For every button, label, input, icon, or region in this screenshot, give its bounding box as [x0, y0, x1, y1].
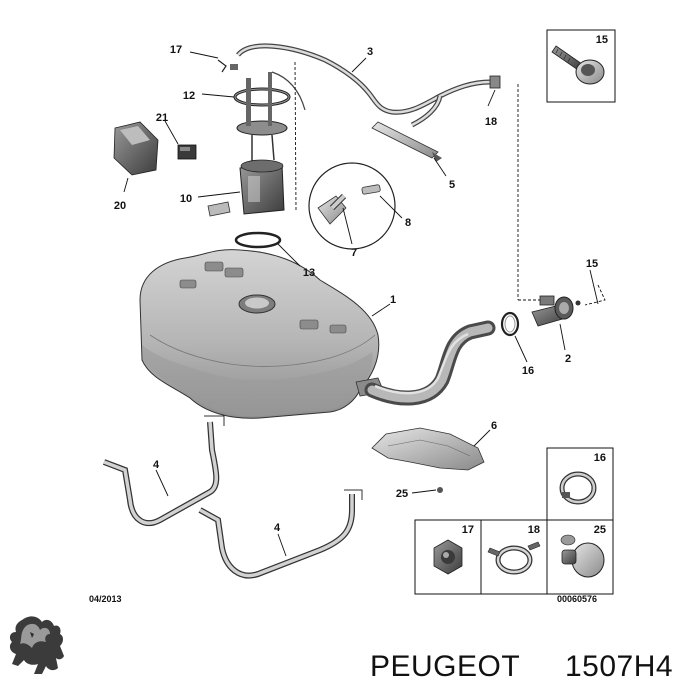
callout-7: 7	[351, 247, 357, 259]
relay-box	[113, 121, 159, 176]
fuel-pump-module	[207, 72, 288, 217]
plug-25	[437, 487, 443, 493]
detail-box-15-number: 15	[596, 34, 608, 46]
callout-6: 6	[491, 420, 497, 432]
brand-name: PEUGEOT	[370, 650, 520, 683]
nut-icon	[433, 539, 463, 575]
callout-1: 1	[390, 294, 396, 306]
hose-clamp-16	[500, 311, 520, 337]
connector-detail-bubble	[308, 162, 396, 250]
vent-rod	[371, 121, 442, 162]
detail-box-18: 18	[480, 519, 548, 595]
tank-strap-left	[102, 415, 225, 527]
filler-pipe	[364, 320, 496, 406]
date-code: 04/2013	[89, 594, 122, 604]
detail-box-25-number: 25	[594, 524, 606, 536]
callout-15: 15	[586, 258, 598, 270]
pump-seal	[234, 231, 282, 249]
callout-21: 21	[156, 112, 168, 124]
heat-shield	[371, 427, 485, 471]
filler-neck	[531, 295, 581, 327]
callout-4-right: 4	[274, 522, 281, 534]
tank-strap-right	[198, 489, 363, 579]
callout-18: 18	[485, 116, 497, 128]
clip-17	[217, 59, 238, 73]
detail-box-17: 17	[414, 519, 482, 595]
diagram-number: 00060576	[557, 594, 597, 604]
detail-box-18-number: 18	[528, 524, 540, 536]
callout-10: 10	[180, 193, 192, 205]
part-number: 1507H4	[565, 650, 673, 683]
fuel-tank	[139, 249, 385, 419]
callout-5: 5	[449, 179, 455, 191]
callout-13: 13	[303, 267, 315, 279]
detail-box-16-number: 16	[594, 452, 606, 464]
callout-16: 16	[522, 365, 534, 377]
rubber-plug-icon	[560, 534, 605, 578]
callout-20: 20	[114, 200, 126, 212]
lock-ring	[233, 87, 291, 107]
callout-labels: 1 2 3 4 4 5 6 7 8 10 12 13 15 16 17 18 2…	[114, 44, 598, 534]
callout-2: 2	[565, 353, 571, 365]
detail-box-15: 15	[546, 29, 616, 103]
detail-box-25: 25	[546, 519, 614, 595]
callout-17: 17	[170, 44, 182, 56]
callout-25: 25	[396, 488, 408, 500]
leader-lines	[123, 51, 606, 557]
callout-12: 12	[183, 90, 195, 102]
callout-3: 3	[367, 46, 373, 58]
bolt-icon	[551, 45, 605, 85]
callout-4-left: 4	[153, 459, 160, 471]
callout-8: 8	[405, 217, 411, 229]
spring-clamp-icon	[487, 541, 541, 575]
detail-box-17-number: 17	[462, 524, 474, 536]
hose-clamp-icon	[559, 471, 597, 505]
vent-line	[236, 43, 501, 128]
peugeot-lion-logo	[9, 616, 64, 674]
detail-box-16: 16	[546, 447, 614, 521]
relay	[177, 144, 197, 160]
